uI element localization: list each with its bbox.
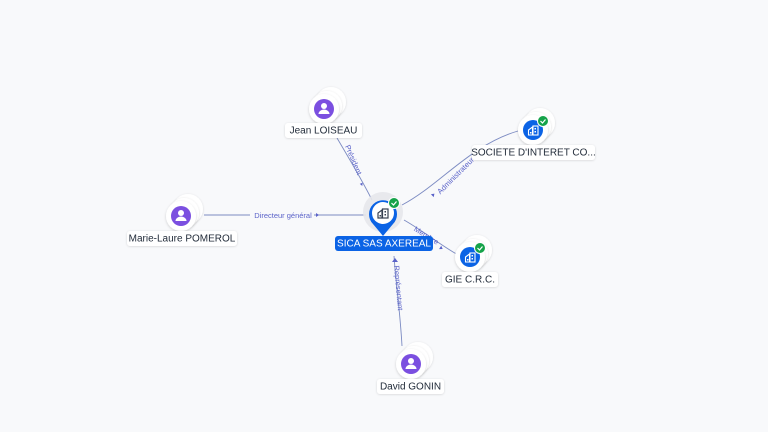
building-icon — [377, 208, 389, 219]
company-name: GIE C.R.C. — [445, 275, 495, 286]
verified-check-icon — [474, 242, 486, 254]
edge-administrateur[interactable]: Administrateur — [401, 130, 519, 206]
arrow-icon — [359, 182, 363, 187]
edge-label-administrateur: Administrateur — [435, 155, 476, 196]
person-icon — [171, 206, 191, 226]
person-node-david-gonin[interactable]: David GONIN — [377, 342, 444, 394]
verified-check-icon — [388, 197, 400, 209]
edge-directeur-general[interactable]: Directeur général — [204, 210, 366, 220]
person-node-marie-laure-pomerol[interactable]: Marie-Laure POMEROL — [127, 194, 237, 246]
verified-check-icon — [537, 115, 549, 127]
person-name: Marie-Laure POMEROL — [129, 234, 236, 245]
company-node-societe-interet[interactable]: SOCIETE D'INTERET CO... — [471, 108, 596, 160]
person-name: David GONIN — [380, 382, 441, 393]
edge-representant[interactable]: Représentant — [392, 255, 405, 347]
center-company-name: SICA SAS AXEREAL — [337, 239, 431, 250]
person-name: Jean LOISEAU — [290, 126, 358, 137]
edge-label-representant: Représentant — [392, 265, 405, 312]
arrow-icon — [430, 193, 435, 198]
arrow-icon — [316, 213, 319, 217]
building-icon — [523, 120, 543, 140]
edge-label-president: Président — [343, 143, 364, 177]
arrow-icon — [439, 245, 443, 250]
edge-president[interactable]: Président — [336, 137, 373, 201]
person-icon — [401, 354, 421, 374]
building-icon — [460, 247, 480, 267]
arrow-icon — [392, 258, 398, 262]
edge-label-directeur-general: Directeur général — [254, 211, 312, 220]
center-node-sica-sas-axereal[interactable]: SICA SAS AXEREAL — [335, 192, 433, 251]
person-icon — [314, 99, 334, 119]
company-node-gie-crc[interactable]: GIE C.R.C. — [442, 235, 498, 287]
person-node-jean-loiseau[interactable]: Jean LOISEAU — [285, 87, 362, 138]
company-name: SOCIETE D'INTERET CO... — [471, 148, 596, 159]
